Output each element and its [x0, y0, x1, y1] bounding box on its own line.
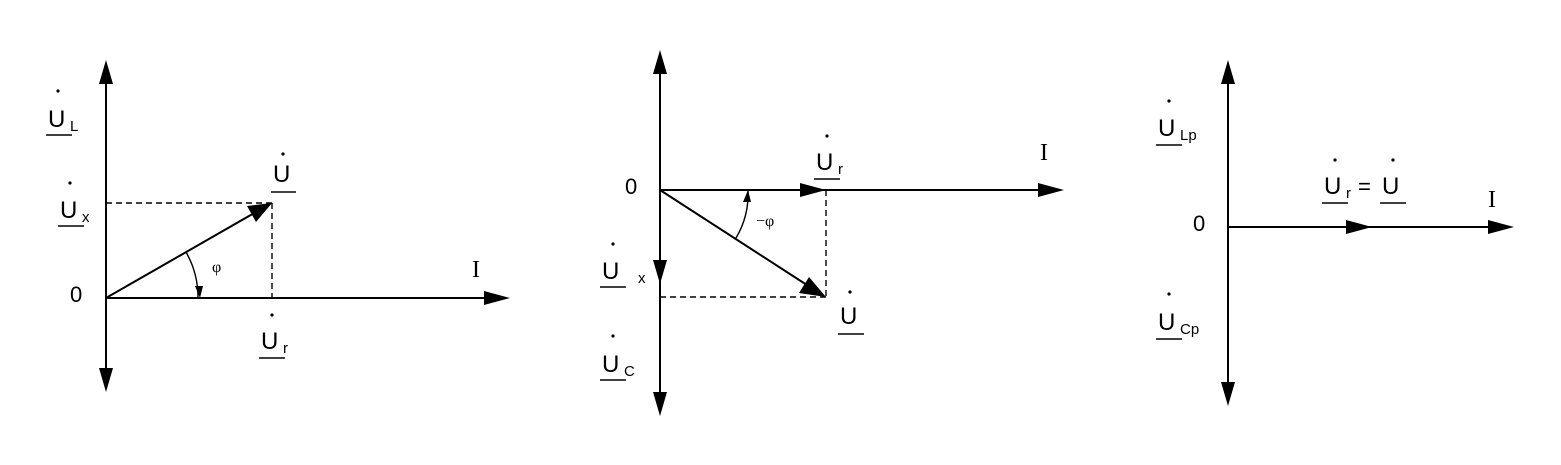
angle-label: φ: [212, 259, 221, 276]
svg-text:x: x: [638, 270, 646, 287]
svg-text:U: U: [816, 149, 833, 176]
origin-label: 0: [1193, 211, 1205, 236]
voltage-vector: [659, 189, 811, 288]
diagram-capacitive: −φ 0 I U r U U x U C: [600, 50, 1064, 416]
current-label: I: [472, 257, 480, 283]
dot-mark: [281, 152, 285, 156]
svg-text:r: r: [838, 161, 843, 178]
arrow-right-icon: [484, 291, 510, 305]
angle-arc: [185, 251, 199, 299]
angle-arc-arrowhead: [195, 286, 203, 298]
dot-mark: [1391, 158, 1395, 162]
angle-label: −φ: [756, 213, 774, 230]
arrow-down-icon: [653, 392, 667, 416]
origin-label: 0: [70, 282, 82, 307]
arrow-up-icon: [1221, 60, 1235, 84]
arrow-up-icon: [99, 60, 113, 84]
svg-text:U: U: [602, 351, 619, 378]
phasor-ulp-label: U Lp: [1156, 99, 1197, 146]
svg-text:U: U: [1382, 173, 1399, 200]
current-label: I: [1488, 187, 1496, 213]
voltage-vector: [105, 211, 257, 299]
dot-mark: [1167, 292, 1171, 296]
dot-mark: [1167, 99, 1171, 103]
svg-text:U: U: [840, 303, 857, 330]
arrow-right-icon: [1038, 183, 1064, 197]
voltage-arrowhead: [247, 203, 272, 222]
svg-text:Cp: Cp: [1180, 321, 1199, 338]
voltage-arrowhead: [799, 277, 826, 297]
origin-label: 0: [625, 174, 637, 199]
phasor-ucp-label: U Cp: [1156, 292, 1199, 340]
svg-text:Lp: Lp: [1180, 127, 1197, 144]
phasor-ux-label: U x: [600, 242, 646, 288]
svg-text:U: U: [1158, 309, 1175, 336]
arrow-down-icon: [1221, 382, 1235, 406]
ux-arrowhead: [653, 260, 667, 284]
dot-mark: [1333, 158, 1337, 162]
phasor-ur-equals-u-label: U r = U: [1322, 158, 1406, 204]
svg-text:r: r: [283, 340, 288, 357]
dot-mark: [56, 89, 60, 93]
dot-mark: [68, 181, 72, 185]
dot-mark: [825, 134, 829, 138]
svg-text:U: U: [273, 161, 290, 188]
arrow-right-icon: [1488, 220, 1514, 234]
dot-mark: [848, 290, 852, 294]
phasor-u-label: U: [838, 290, 864, 335]
phasor-uc-label: U C: [600, 334, 635, 381]
phasor-u-label: U: [271, 152, 296, 193]
phasor-ur-label: U r: [814, 134, 843, 180]
phasor-ul-label: U L: [46, 89, 78, 136]
phasor-ux-label: U x: [58, 181, 90, 227]
voltage-arrowhead: [1346, 220, 1372, 234]
svg-text:C: C: [624, 363, 635, 380]
svg-text:U: U: [1158, 115, 1175, 142]
svg-text:U: U: [60, 197, 77, 224]
dot-mark: [270, 313, 274, 317]
svg-text:U: U: [1324, 173, 1341, 200]
svg-text:U: U: [261, 328, 278, 355]
ur-arrowhead: [800, 183, 826, 197]
svg-text:=: =: [1358, 174, 1371, 199]
current-label: I: [1040, 140, 1048, 166]
diagram-resonance: 0 I U r = U U Lp U Cp: [1156, 60, 1514, 406]
diagram-inductive: φ 0 I U U x U L U r: [46, 60, 510, 392]
arrow-down-icon: [99, 368, 113, 392]
arrow-up-icon: [653, 50, 667, 74]
svg-text:L: L: [70, 118, 78, 135]
svg-text:U: U: [48, 106, 65, 133]
angle-arc-arrowhead: [743, 190, 751, 202]
svg-text:r: r: [1346, 185, 1351, 202]
phasor-ur-label: U r: [259, 313, 288, 359]
dot-mark: [611, 334, 615, 338]
dot-mark: [611, 242, 615, 246]
svg-text:U: U: [602, 258, 619, 285]
svg-text:x: x: [82, 209, 90, 226]
